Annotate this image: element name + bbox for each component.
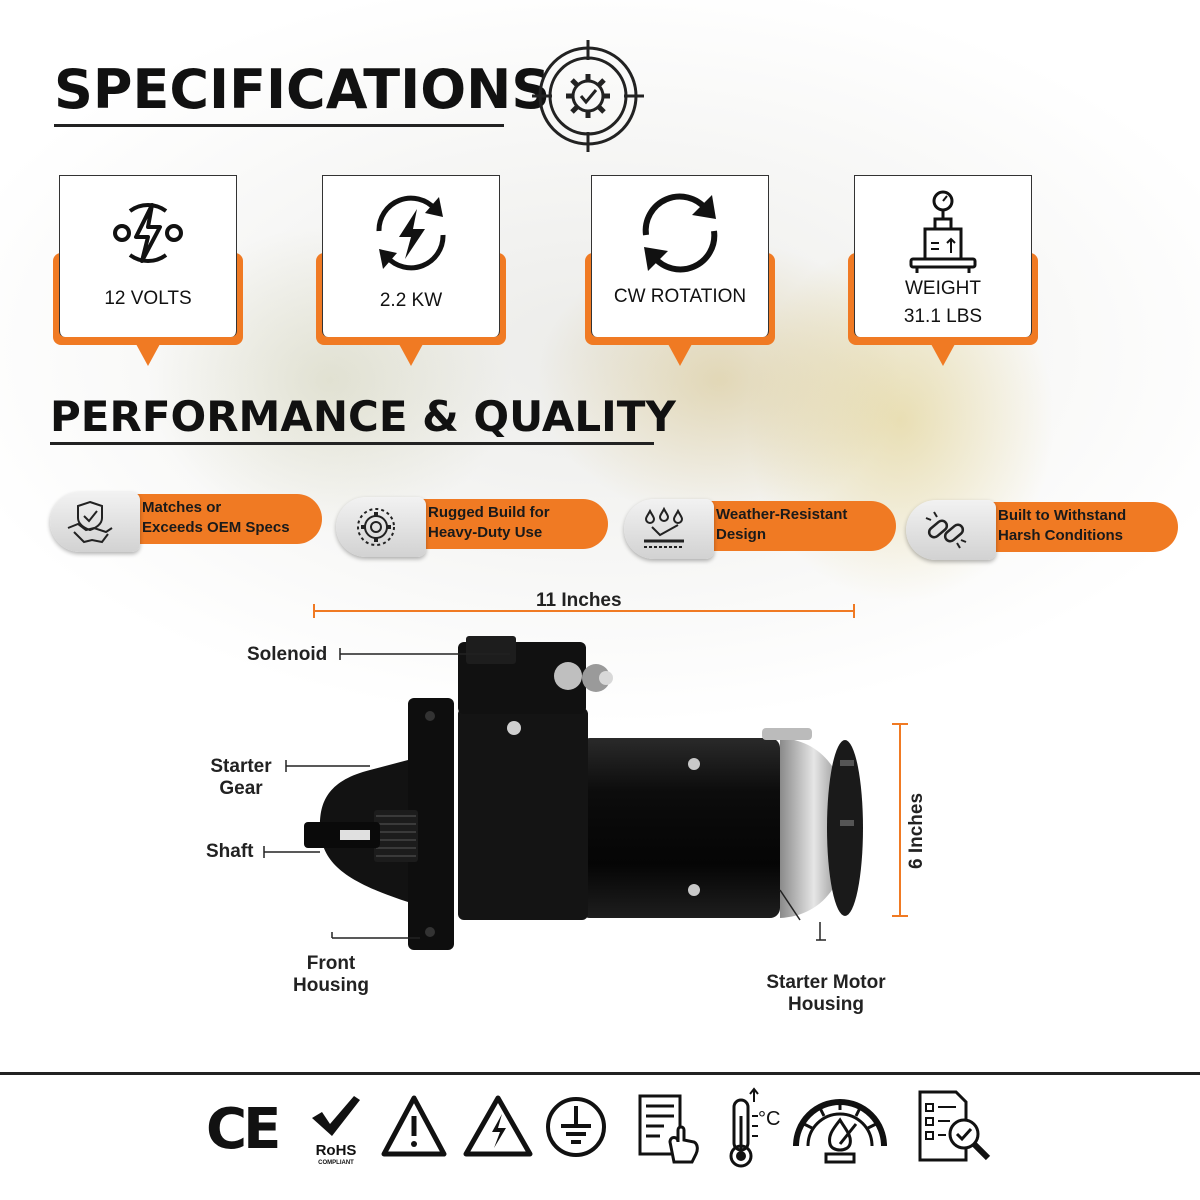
feature-line: Heavy-Duty Use <box>428 524 543 541</box>
feature-line: Matches or <box>142 499 222 516</box>
handshake-shield-icon <box>67 500 113 544</box>
heading-underline <box>54 124 504 127</box>
water-drops-icon <box>644 506 684 548</box>
rotation-arrows-icon <box>642 193 718 273</box>
spec-label: WEIGHT <box>905 278 981 299</box>
weight-scale-icon <box>909 190 977 273</box>
feature-line: Rugged Build for <box>428 504 550 521</box>
height-label: 6 Inches <box>906 792 927 870</box>
callout-starter-gear: Starter Gear <box>210 756 272 799</box>
feature-pill-rugged: Rugged Build for Heavy-Duty Use <box>336 497 608 557</box>
spec-label: CW ROTATION <box>613 286 747 307</box>
spec-card-weight: WEIGHT 31.1 LBS <box>848 175 1038 366</box>
footer-divider <box>0 1072 1200 1075</box>
ce-mark-icon: CE <box>206 1097 281 1162</box>
starter-motor-image <box>304 636 863 950</box>
spec-card-rotation: CW ROTATION <box>585 175 775 366</box>
broken-chain-icon <box>925 511 967 549</box>
performance-heading: PERFORMANCE & QUALITY <box>50 392 676 441</box>
spec-card-power: 2.2 KW <box>316 175 506 366</box>
rohs-label: RoHS <box>315 1142 357 1159</box>
callout-leader-lines <box>263 648 826 941</box>
callout-front-housing: Front Housing <box>293 953 369 996</box>
ground-symbol-icon <box>546 1097 606 1157</box>
feature-line: Weather-Resistant <box>716 506 848 523</box>
warning-triangle-icon <box>381 1095 447 1157</box>
length-dimension-line <box>313 604 855 618</box>
rohs-sub-label: COMPLIANT <box>318 1160 354 1166</box>
gauge-fire-icon <box>793 1099 887 1164</box>
callout-shaft: Shaft <box>206 841 254 862</box>
manual-touch-icon <box>638 1094 699 1164</box>
checklist-inspect-icon <box>918 1090 991 1162</box>
spec-value: 31.1 LBS <box>903 306 983 327</box>
rohs-check-icon: RoHS COMPLIANT <box>308 1094 364 1166</box>
length-label: 11 Inches <box>536 590 622 611</box>
feature-pill-harsh: Built to Withstand Harsh Conditions <box>906 500 1178 560</box>
callout-solenoid: Solenoid <box>247 644 328 665</box>
gear-cog-icon <box>357 508 395 546</box>
feature-line: Harsh Conditions <box>998 527 1124 544</box>
celsius-label: °C <box>758 1108 781 1130</box>
height-dimension-line <box>892 723 908 917</box>
thermometer-icon: °C <box>720 1086 780 1170</box>
heading-underline <box>50 442 654 445</box>
feature-pill-oem: Matches or Exceeds OEM Specs <box>50 492 322 552</box>
specifications-heading: SPECIFICATIONS <box>54 58 551 121</box>
target-gear-icon <box>532 40 644 152</box>
callout-motor-housing: Starter Motor Housing <box>766 972 886 1015</box>
feature-line: Built to Withstand <box>998 507 1127 524</box>
feature-pill-weather: Weather-Resistant Design <box>624 499 896 559</box>
feature-line: Exceeds OEM Specs <box>142 519 290 536</box>
spec-label: 12 VOLTS <box>104 288 192 309</box>
spec-card-voltage: 12 VOLTS <box>53 175 243 366</box>
voltage-bolt-icon <box>113 203 183 263</box>
feature-line: Design <box>716 526 767 543</box>
power-cycle-bolt-icon <box>376 195 446 271</box>
electrical-hazard-icon <box>463 1095 533 1157</box>
spec-label: 2.2 KW <box>379 290 443 311</box>
